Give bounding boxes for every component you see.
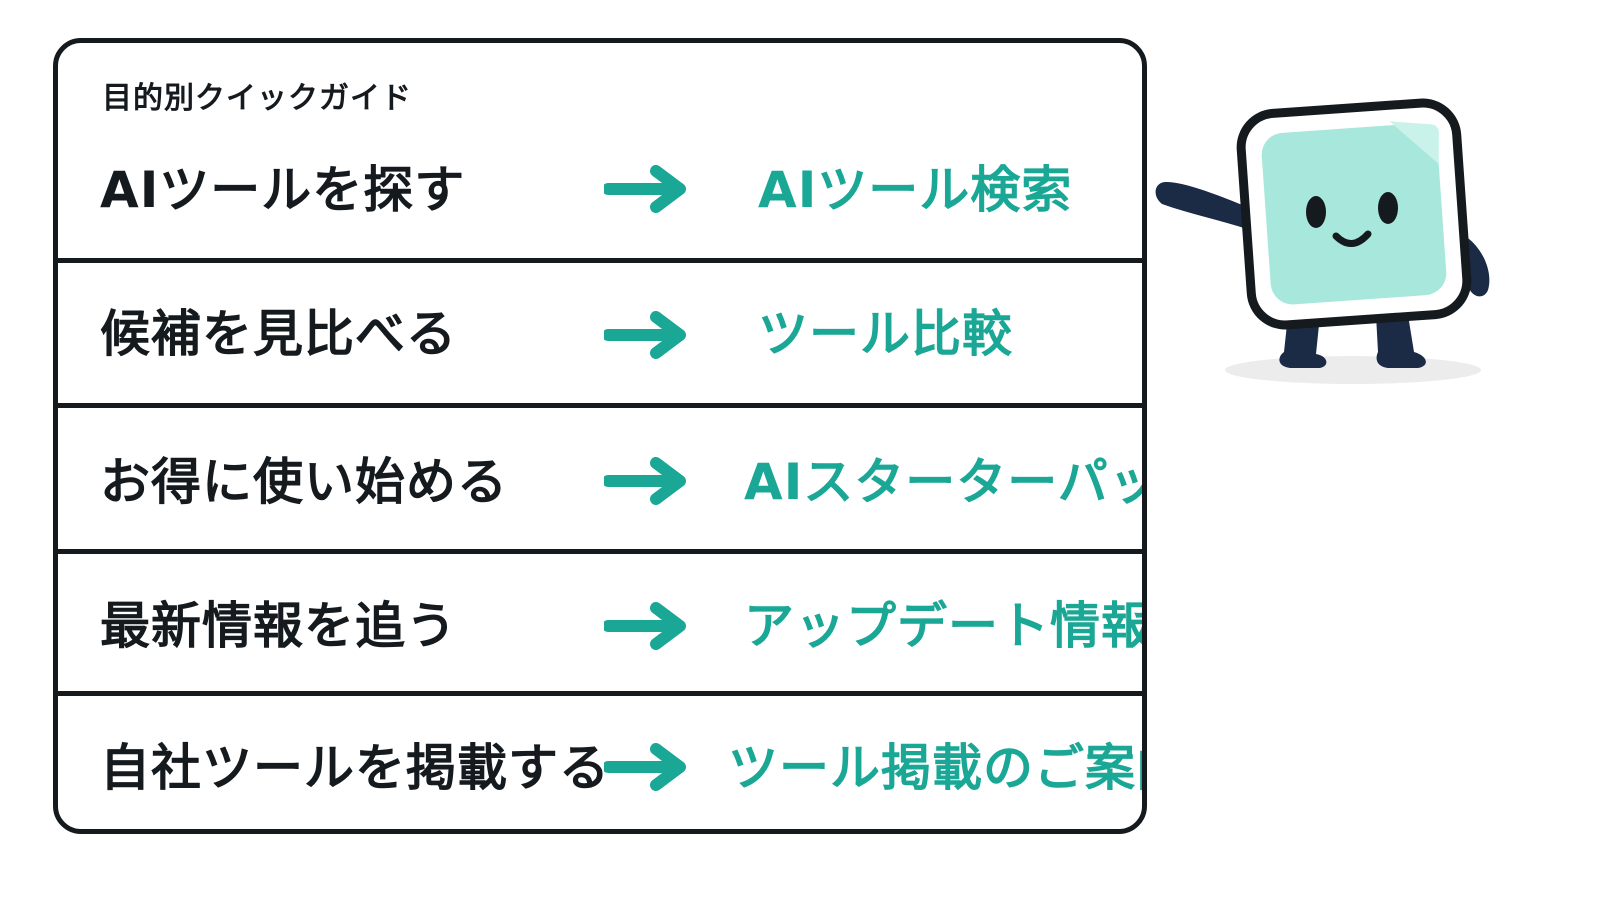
arrow-right-icon <box>604 457 686 505</box>
link-tool-compare[interactable]: ツール比較 <box>758 305 1013 363</box>
link-ai-tool-search[interactable]: AIツール検索 <box>758 161 1073 219</box>
goal-label: 最新情報を追う <box>100 597 457 655</box>
guide-row <box>58 691 1142 829</box>
link-update-info[interactable]: アップデート情報 <box>744 597 1147 655</box>
goal-label: 自社ツールを掲載する <box>100 739 610 797</box>
mascot-shadow <box>1225 356 1481 384</box>
goal-label: AIツールを探す <box>100 161 466 219</box>
goal-label: 候補を見比べる <box>100 305 457 363</box>
link-ai-starter-pack[interactable]: AIスターターパック <box>744 453 1142 511</box>
guide-title: 目的別クイックガイド <box>102 81 412 116</box>
mascot-face-highlight <box>1389 121 1439 164</box>
guide-row <box>58 403 1142 549</box>
goal-label: お得に使い始める <box>100 453 508 511</box>
link-tool-listing-guide[interactable]: ツール掲載のご案内 <box>728 739 1147 797</box>
arrow-right-icon <box>604 165 686 213</box>
guide-row <box>58 258 1142 403</box>
mascot-character <box>1155 98 1490 384</box>
guide-row <box>58 549 1142 691</box>
arrow-right-icon <box>604 602 686 650</box>
arrow-right-icon <box>604 311 686 359</box>
mascot-leg-right <box>1376 315 1426 368</box>
mascot-eye-left <box>1306 196 1326 228</box>
mascot-eye-right <box>1378 192 1398 224</box>
quick-guide-card: 目的別クイックガイド AIツールを探す AIツール検索 候補を見比べる ツール比… <box>53 38 1147 834</box>
mascot-face <box>1261 123 1447 305</box>
arrow-right-icon <box>604 743 686 791</box>
mascot-arm-left <box>1155 182 1250 230</box>
mascot-smile <box>1332 230 1372 247</box>
